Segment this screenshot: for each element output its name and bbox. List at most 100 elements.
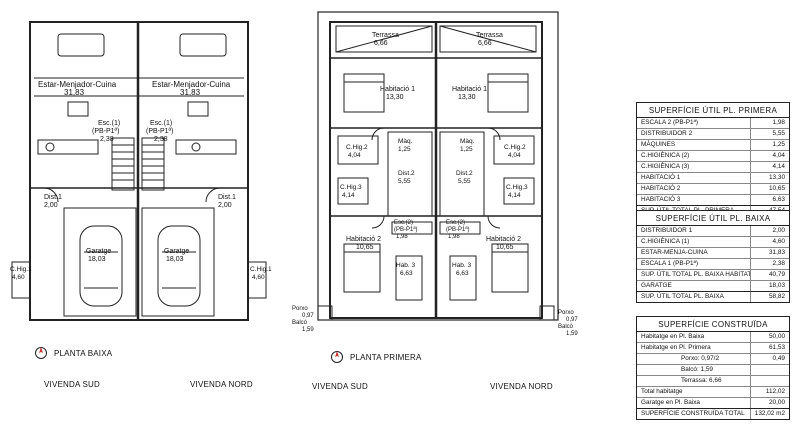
table-row: ESCALA 2 (PB-P1ª)1,98 xyxy=(637,118,789,129)
planta-baixa-vivenda-sud: VIVENDA SUD xyxy=(44,380,100,389)
table-row: Balcó: 1,59 xyxy=(637,365,789,376)
room-hab2-1: Habitació 2 xyxy=(346,236,382,243)
table-title: SUPERFÍCIE ÚTIL PL. PRIMERA xyxy=(637,103,789,118)
table-cell-label: HABITACIÓ 3 xyxy=(641,196,681,203)
table-cell-value: 10,65 xyxy=(750,184,789,194)
porxo-2-label: Porxo xyxy=(558,310,574,316)
table-title: SUPERFÍCIE ÚTIL PL. BAIXA xyxy=(637,211,789,226)
table-superficie-construida: SUPERFÍCIE CONSTRUÏDA Habitatge en Pl. B… xyxy=(636,316,790,420)
room-hab1-2: Habitació 1 xyxy=(452,86,488,93)
table-cell-label: C.HIGIÈNICA (3) xyxy=(641,163,690,170)
room-hab3-1: Hab. 3 xyxy=(396,262,416,269)
room-chig-1: C.Hig.1 xyxy=(10,266,32,273)
table-cell-label: DISTRIBUIDOR 2 xyxy=(641,130,693,137)
planta-baixa-walls xyxy=(11,21,267,321)
table-cell-value: 6,63 xyxy=(750,195,789,205)
room-hab3-2: Hab. 3 xyxy=(452,262,472,269)
table-cell-value: 1,25 xyxy=(750,140,789,150)
room-chig-1-area: 4,60 xyxy=(12,274,25,281)
room-dist-1-area: 2,00 xyxy=(44,202,58,209)
room-garatge-2-area: 18,03 xyxy=(166,256,184,263)
room-garatge-2: Garatge xyxy=(164,248,190,255)
room-estar-1: Estar-Menjador-Cuina xyxy=(38,80,117,89)
table-cell-label: Terrassa: 6,66 xyxy=(681,377,722,384)
porxo-2-area: 0,97 xyxy=(566,317,578,323)
table-superficie-baixa: SUPERFÍCIE ÚTIL PL. BAIXA DISTRIBUIDOR 1… xyxy=(636,210,790,303)
table-cell-value: 1,98 xyxy=(750,118,789,128)
table-cell-value: 2,00 xyxy=(750,226,789,236)
table-row: ESCALA 1 (PB-P1ª)2,38 xyxy=(637,259,789,270)
room-estar-2: Estar-Menjador-Cuina xyxy=(152,80,231,89)
table-row: Terrassa: 6,66 xyxy=(637,376,789,387)
table-cell-label: C.HIGIÈNICA (2) xyxy=(641,152,690,159)
table-cell-value: 112,02 xyxy=(750,387,789,397)
table-cell-value: 50,00 xyxy=(750,332,789,342)
room-estar-2-area: 31,83 xyxy=(180,88,201,97)
table-cell-value: 4,60 xyxy=(750,237,789,247)
room-chig2-2-area: 4,04 xyxy=(508,152,521,159)
balco-2-label: Balcó xyxy=(558,324,574,330)
north-arrow-icon xyxy=(35,347,47,359)
table-cell-value: 13,30 xyxy=(750,173,789,183)
room-dist-1: Dist.1 xyxy=(44,194,62,201)
room-estar-1-area: 31,83 xyxy=(64,88,85,97)
table-cell-label: HABITACIÓ 2 xyxy=(641,185,681,192)
room-esc2-2-area: 1,98 xyxy=(448,234,460,240)
table-cell-label: Habitatge en Pl. Primera xyxy=(641,344,711,351)
table-cell-value: 4,14 xyxy=(750,162,789,172)
table-cell-label: DISTRIBUIDOR 1 xyxy=(641,227,693,234)
planta-primera-caption: PLANTA PRIMERA xyxy=(350,353,422,362)
table-row: MÀQUINES 1,25 xyxy=(637,140,789,151)
room-chig-2-area: 4,60 xyxy=(252,274,265,281)
balco-2-area: 1,59 xyxy=(566,331,578,337)
balco-1-label: Balcó xyxy=(292,320,308,326)
room-esc-1-area: 2,38 xyxy=(100,136,114,143)
room-hab1-1: Habitació 1 xyxy=(380,86,416,93)
room-terrassa-1-area: 6,66 xyxy=(374,40,388,47)
room-hab3-1-area: 6,63 xyxy=(400,270,413,277)
table-row: DISTRIBUIDOR 2 5,55 xyxy=(637,129,789,140)
planta-primera-vivenda-sud: VIVENDA SUD xyxy=(312,382,368,391)
table-cell-value: 20,00 xyxy=(750,398,789,408)
room-esc2-2-sub: (PB-P1ª) xyxy=(446,227,470,233)
planta-primera-walls xyxy=(317,11,559,321)
table-row: HABITACIÓ 3 6,63 xyxy=(637,195,789,205)
room-chig2-1-area: 4,04 xyxy=(348,152,361,159)
room-chig3-1: C.Hig.3 xyxy=(340,184,362,191)
table-cell-label: HABITACIÓ 1 xyxy=(641,174,681,181)
table-row: Garatge en Pl. Baixa 20,00 xyxy=(637,398,789,408)
planta-primera-vivenda-nord: VIVENDA NORD xyxy=(490,382,553,391)
table-cell-value: 61,53 xyxy=(750,343,789,353)
table-superficie-primera: SUPERFÍCIE ÚTIL PL. PRIMERA ESCALA 2 (PB… xyxy=(636,102,790,217)
table-cell-label: C.HIGIÈNICA (1) xyxy=(641,238,690,245)
table-cell-value xyxy=(750,365,789,375)
table-cell-label: Porxo: 0,97/2 xyxy=(681,355,720,362)
table-cell-label: Balcó: 1,59 xyxy=(681,366,713,373)
room-terrassa-1: Terrassa xyxy=(372,32,399,39)
table-title: SUPERFÍCIE CONSTRUÏDA xyxy=(637,317,789,332)
room-esc2-1-sub: (PB-P1ª) xyxy=(394,227,418,233)
table-cell-value: 5,55 xyxy=(750,129,789,139)
balco-1-area: 1,59 xyxy=(302,327,314,333)
table-row: C.HIGIÈNICA (2)4,04 xyxy=(637,151,789,162)
table-row: HABITACIÓ 1 13,30 xyxy=(637,173,789,184)
room-esc2-2: Esc.(2) xyxy=(446,220,466,226)
table-cell-label: MÀQUINES xyxy=(641,141,676,148)
table-cell-value: 18,03 xyxy=(750,281,789,291)
room-esc-2-sub: (PB-P1ª) xyxy=(146,128,174,135)
table-cell-label: Garatge en Pl. Baixa xyxy=(641,399,700,406)
room-maq-1-area: 1,25 xyxy=(398,146,411,153)
room-esc-2-area: 2,38 xyxy=(154,136,168,143)
room-garatge-1-area: 18,03 xyxy=(88,256,106,263)
room-hab1-2-area: 13,30 xyxy=(458,94,476,101)
room-hab1-1-area: 13,30 xyxy=(386,94,404,101)
room-dist-2: Dist.1 xyxy=(218,194,236,201)
room-chig3-1-area: 4,14 xyxy=(342,192,355,199)
table-cell-label: ESCALA 1 (PB-P1ª) xyxy=(641,260,699,267)
room-chig2-2: C.Hig.2 xyxy=(504,144,526,151)
table-row: HABITACIÓ 2 10,65 xyxy=(637,184,789,195)
